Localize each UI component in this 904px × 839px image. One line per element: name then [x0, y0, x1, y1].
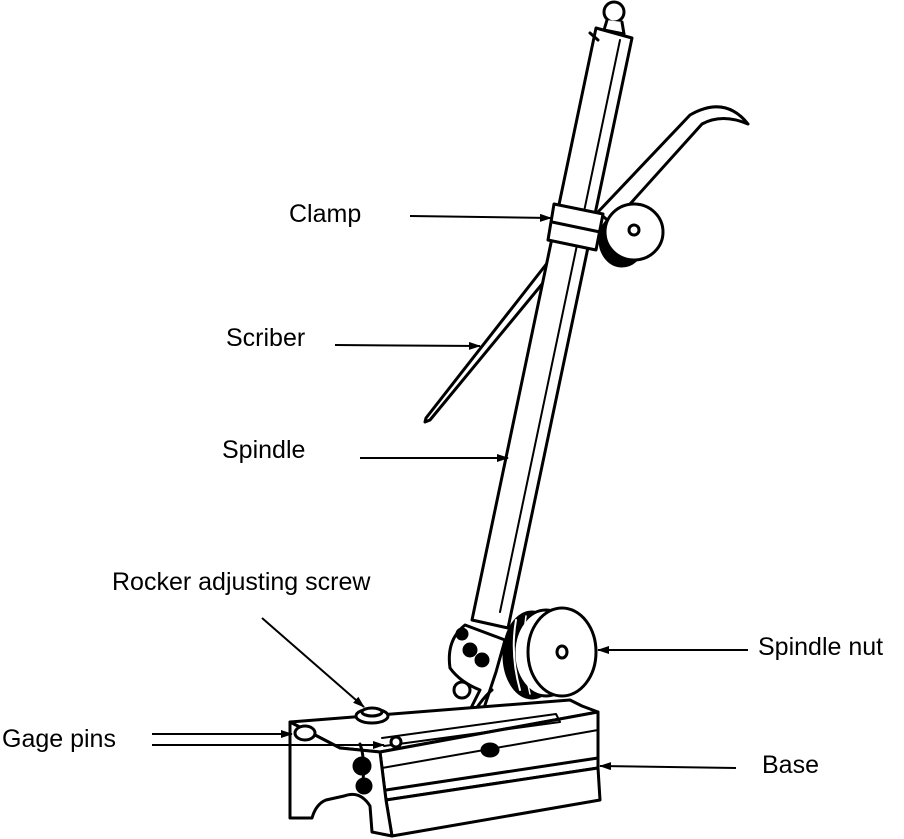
base: [288, 698, 602, 838]
label-spindle-nut: Spindle nut: [758, 633, 884, 661]
spindle: [470, 0, 634, 630]
label-scriber: Scriber: [226, 324, 306, 352]
rocker-adjusting-screw-arrow: [261, 617, 365, 708]
rocker: [447, 623, 507, 730]
scriber-arrow: [334, 341, 481, 350]
clamp-arrow: [409, 213, 552, 222]
pointer-arrows: [152, 213, 748, 771]
scriber-upper-arm: [596, 105, 750, 226]
label-clamp: Clamp: [289, 200, 362, 228]
spindle-nut: [502, 606, 598, 700]
base-arrow: [599, 762, 737, 771]
label-base: Base: [762, 751, 819, 779]
clamp: [546, 202, 665, 268]
label-spindle: Spindle: [222, 436, 306, 464]
label-gage-pins: Gage pins: [2, 725, 116, 753]
label-rocker-adjusting-screw: Rocker adjusting screw: [112, 568, 371, 596]
